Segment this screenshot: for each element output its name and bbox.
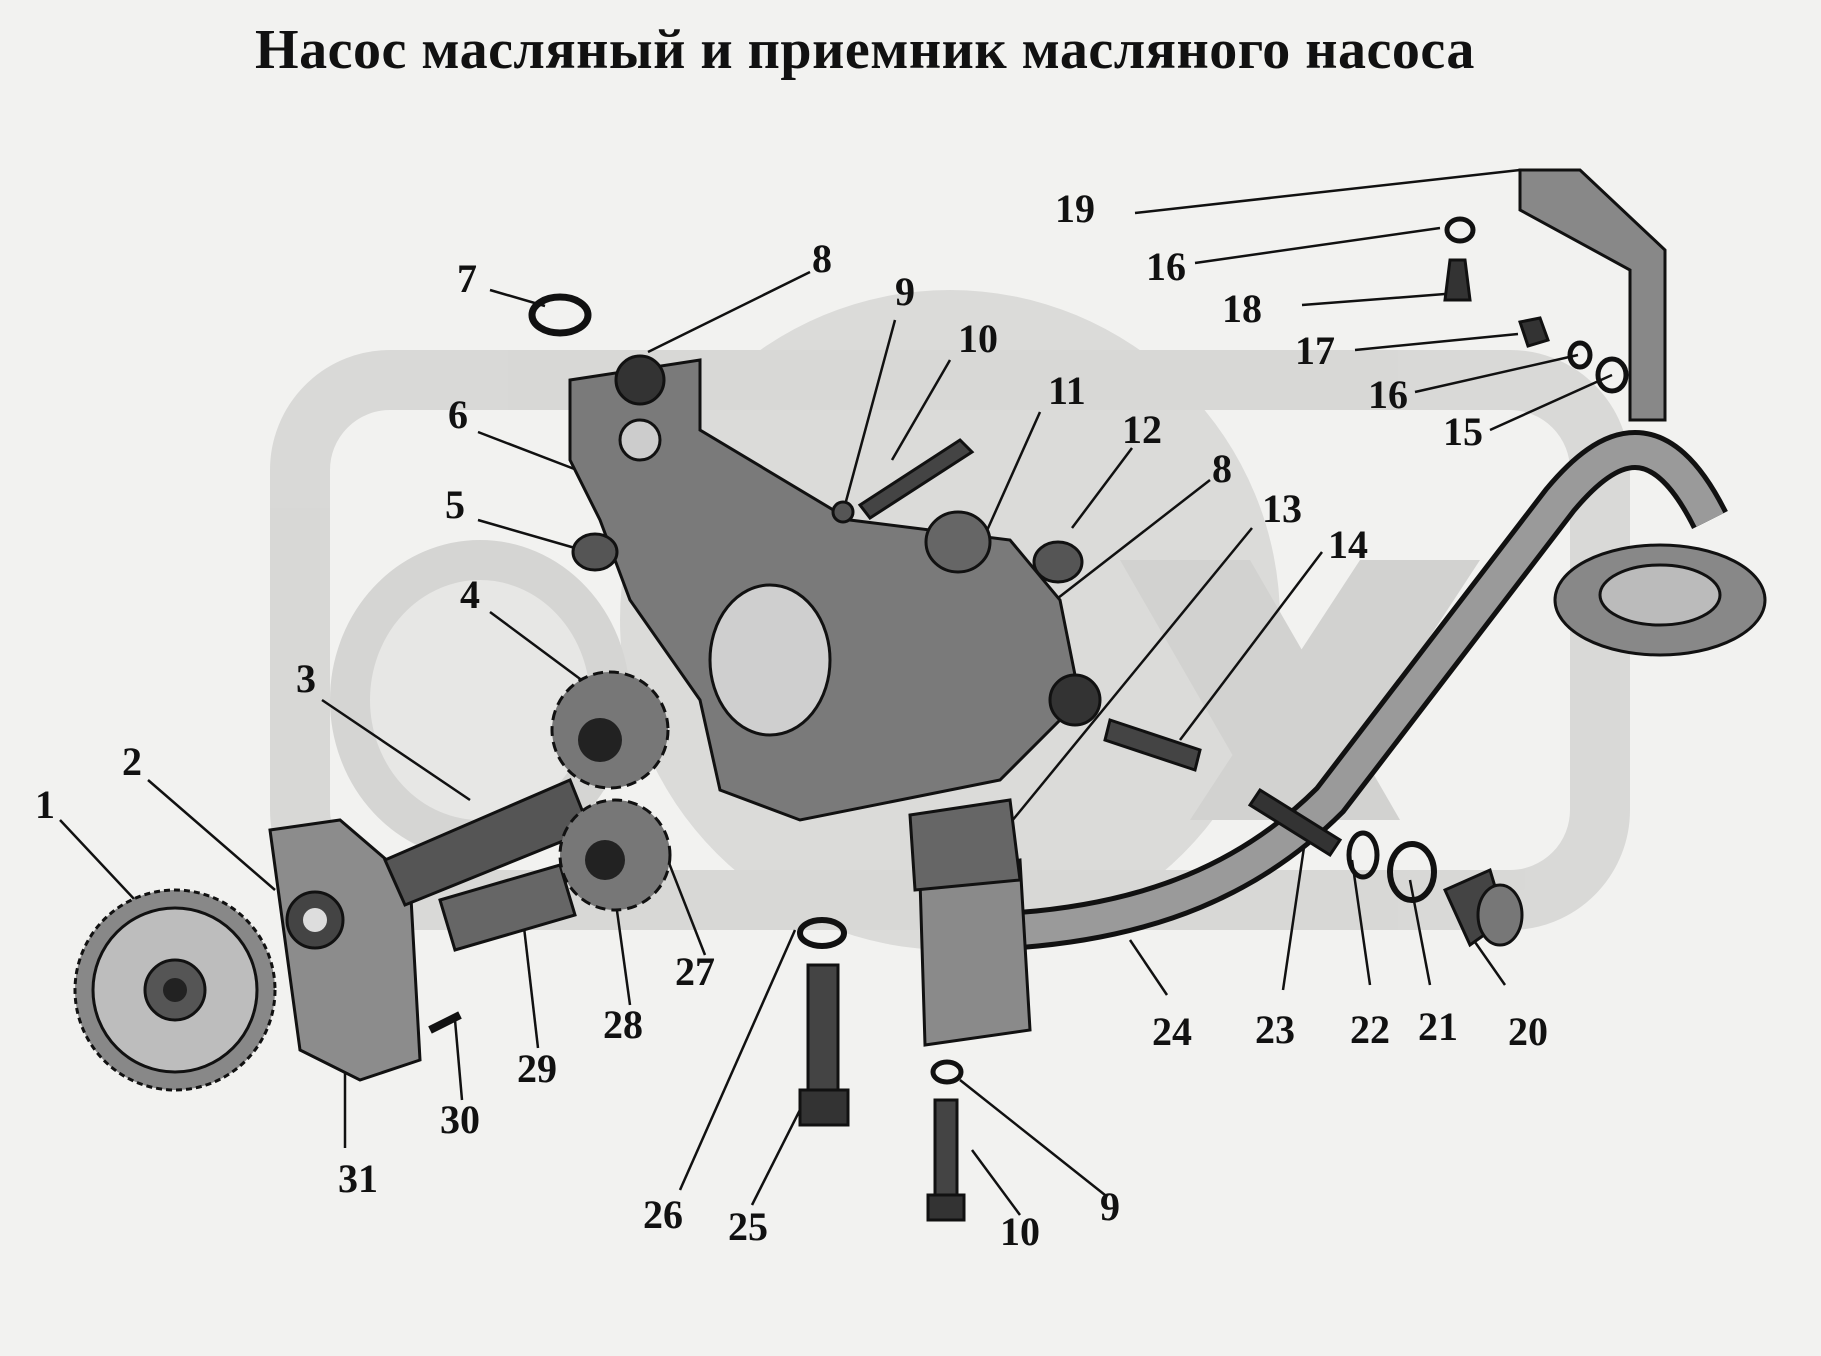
label-20: 20 xyxy=(1508,1009,1548,1054)
label-22: 22 xyxy=(1350,1007,1390,1052)
label-29: 29 xyxy=(517,1046,557,1091)
washer-26 xyxy=(797,917,847,949)
label-16-upper: 16 xyxy=(1146,244,1186,289)
pump-body-6 xyxy=(568,354,1102,822)
washer-22 xyxy=(1346,830,1380,880)
label-25: 25 xyxy=(728,1204,768,1249)
part-labels: 1 2 3 4 5 6 7 8 9 10 11 12 8 13 14 15 16… xyxy=(35,186,1548,1254)
washer-9-bottom xyxy=(930,1059,964,1085)
label-8-top: 8 xyxy=(812,236,832,281)
label-10-bottom: 10 xyxy=(1000,1209,1040,1254)
bracket-19 xyxy=(1518,168,1667,422)
label-15: 15 xyxy=(1443,409,1483,454)
label-23: 23 xyxy=(1255,1007,1295,1052)
label-12: 12 xyxy=(1122,407,1162,452)
plug-12 xyxy=(1032,540,1084,584)
washer-16-bottom xyxy=(1567,340,1593,370)
pump-cover-31 xyxy=(268,818,422,1082)
pump-gear-28 xyxy=(558,798,672,912)
bushing-11 xyxy=(924,510,992,574)
label-9-top: 9 xyxy=(895,269,915,314)
label-24: 24 xyxy=(1152,1009,1192,1054)
label-6: 6 xyxy=(448,392,468,437)
ring-7 xyxy=(528,293,592,337)
spring-23 xyxy=(1247,787,1343,858)
washer-9-top xyxy=(831,500,855,524)
label-1: 1 xyxy=(35,782,55,827)
label-16-lower: 16 xyxy=(1368,372,1408,417)
bolt-18 xyxy=(1443,258,1472,302)
washer-15 xyxy=(1595,356,1629,394)
label-3: 3 xyxy=(296,656,316,701)
diagram-title: Насос масляный и приемник масляного насо… xyxy=(255,19,1475,81)
label-27: 27 xyxy=(675,949,715,994)
label-9-bottom: 9 xyxy=(1100,1184,1120,1229)
label-10-top: 10 xyxy=(958,316,998,361)
gear-1 xyxy=(73,888,277,1092)
label-2: 2 xyxy=(122,739,142,784)
label-30: 30 xyxy=(440,1097,480,1142)
label-8-middle: 8 xyxy=(1212,446,1232,491)
label-5: 5 xyxy=(445,482,465,527)
nut-17 xyxy=(1518,316,1550,348)
bolt-25 xyxy=(798,963,850,1127)
label-11: 11 xyxy=(1048,368,1086,413)
label-14: 14 xyxy=(1328,522,1368,567)
label-4: 4 xyxy=(460,572,480,617)
label-7: 7 xyxy=(457,256,477,301)
label-19: 19 xyxy=(1055,186,1095,231)
sensor-14 xyxy=(1103,718,1202,772)
label-28: 28 xyxy=(603,1002,643,1047)
pin-30 xyxy=(428,1011,462,1034)
bolt-10-bottom xyxy=(926,1098,966,1222)
label-31: 31 xyxy=(338,1156,378,1201)
gasket-21 xyxy=(1387,841,1437,903)
label-13: 13 xyxy=(1262,486,1302,531)
washer-16-top xyxy=(1444,216,1476,244)
intake-pipe-24 xyxy=(908,430,1767,1047)
axle-29 xyxy=(438,863,577,952)
label-17: 17 xyxy=(1295,328,1335,373)
pump-gear-4 xyxy=(550,670,670,790)
label-21: 21 xyxy=(1418,1004,1458,1049)
plug-20 xyxy=(1443,867,1524,948)
plug-5 xyxy=(571,532,619,572)
label-18: 18 xyxy=(1222,286,1262,331)
bolt-10-top xyxy=(857,438,975,521)
label-26: 26 xyxy=(643,1192,683,1237)
